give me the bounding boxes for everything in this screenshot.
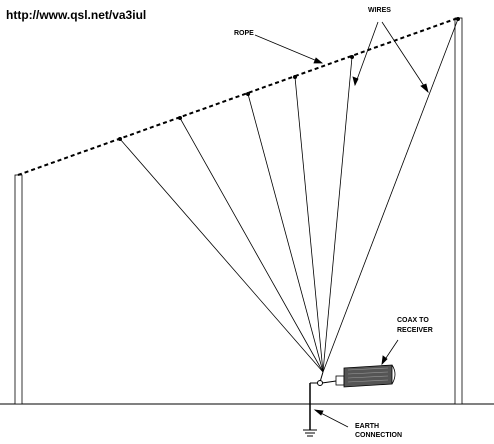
wires	[119, 18, 459, 373]
left-pole	[14, 174, 23, 405]
earth-symbol	[303, 429, 317, 437]
url-text: http://www.qsl.net/va3iul	[6, 8, 147, 22]
rope	[17, 17, 459, 176]
earth-label-line1: EARTH	[355, 423, 379, 430]
right-pole	[454, 17, 463, 405]
feed-junction	[317, 380, 323, 386]
rope-arrow	[254, 34, 324, 64]
coax-label-line1: COAX TO	[397, 317, 429, 324]
wires-label: WIRES	[368, 7, 391, 14]
rope-label: ROPE	[234, 30, 254, 37]
wires-arrows	[352, 21, 429, 94]
earth-label-line2: CONNECTION	[355, 432, 402, 439]
coax-label-line2: RECEIVER	[397, 327, 433, 334]
earth-arrow	[313, 409, 349, 428]
coax-arrow	[381, 339, 399, 366]
coax-cable	[335, 364, 396, 388]
